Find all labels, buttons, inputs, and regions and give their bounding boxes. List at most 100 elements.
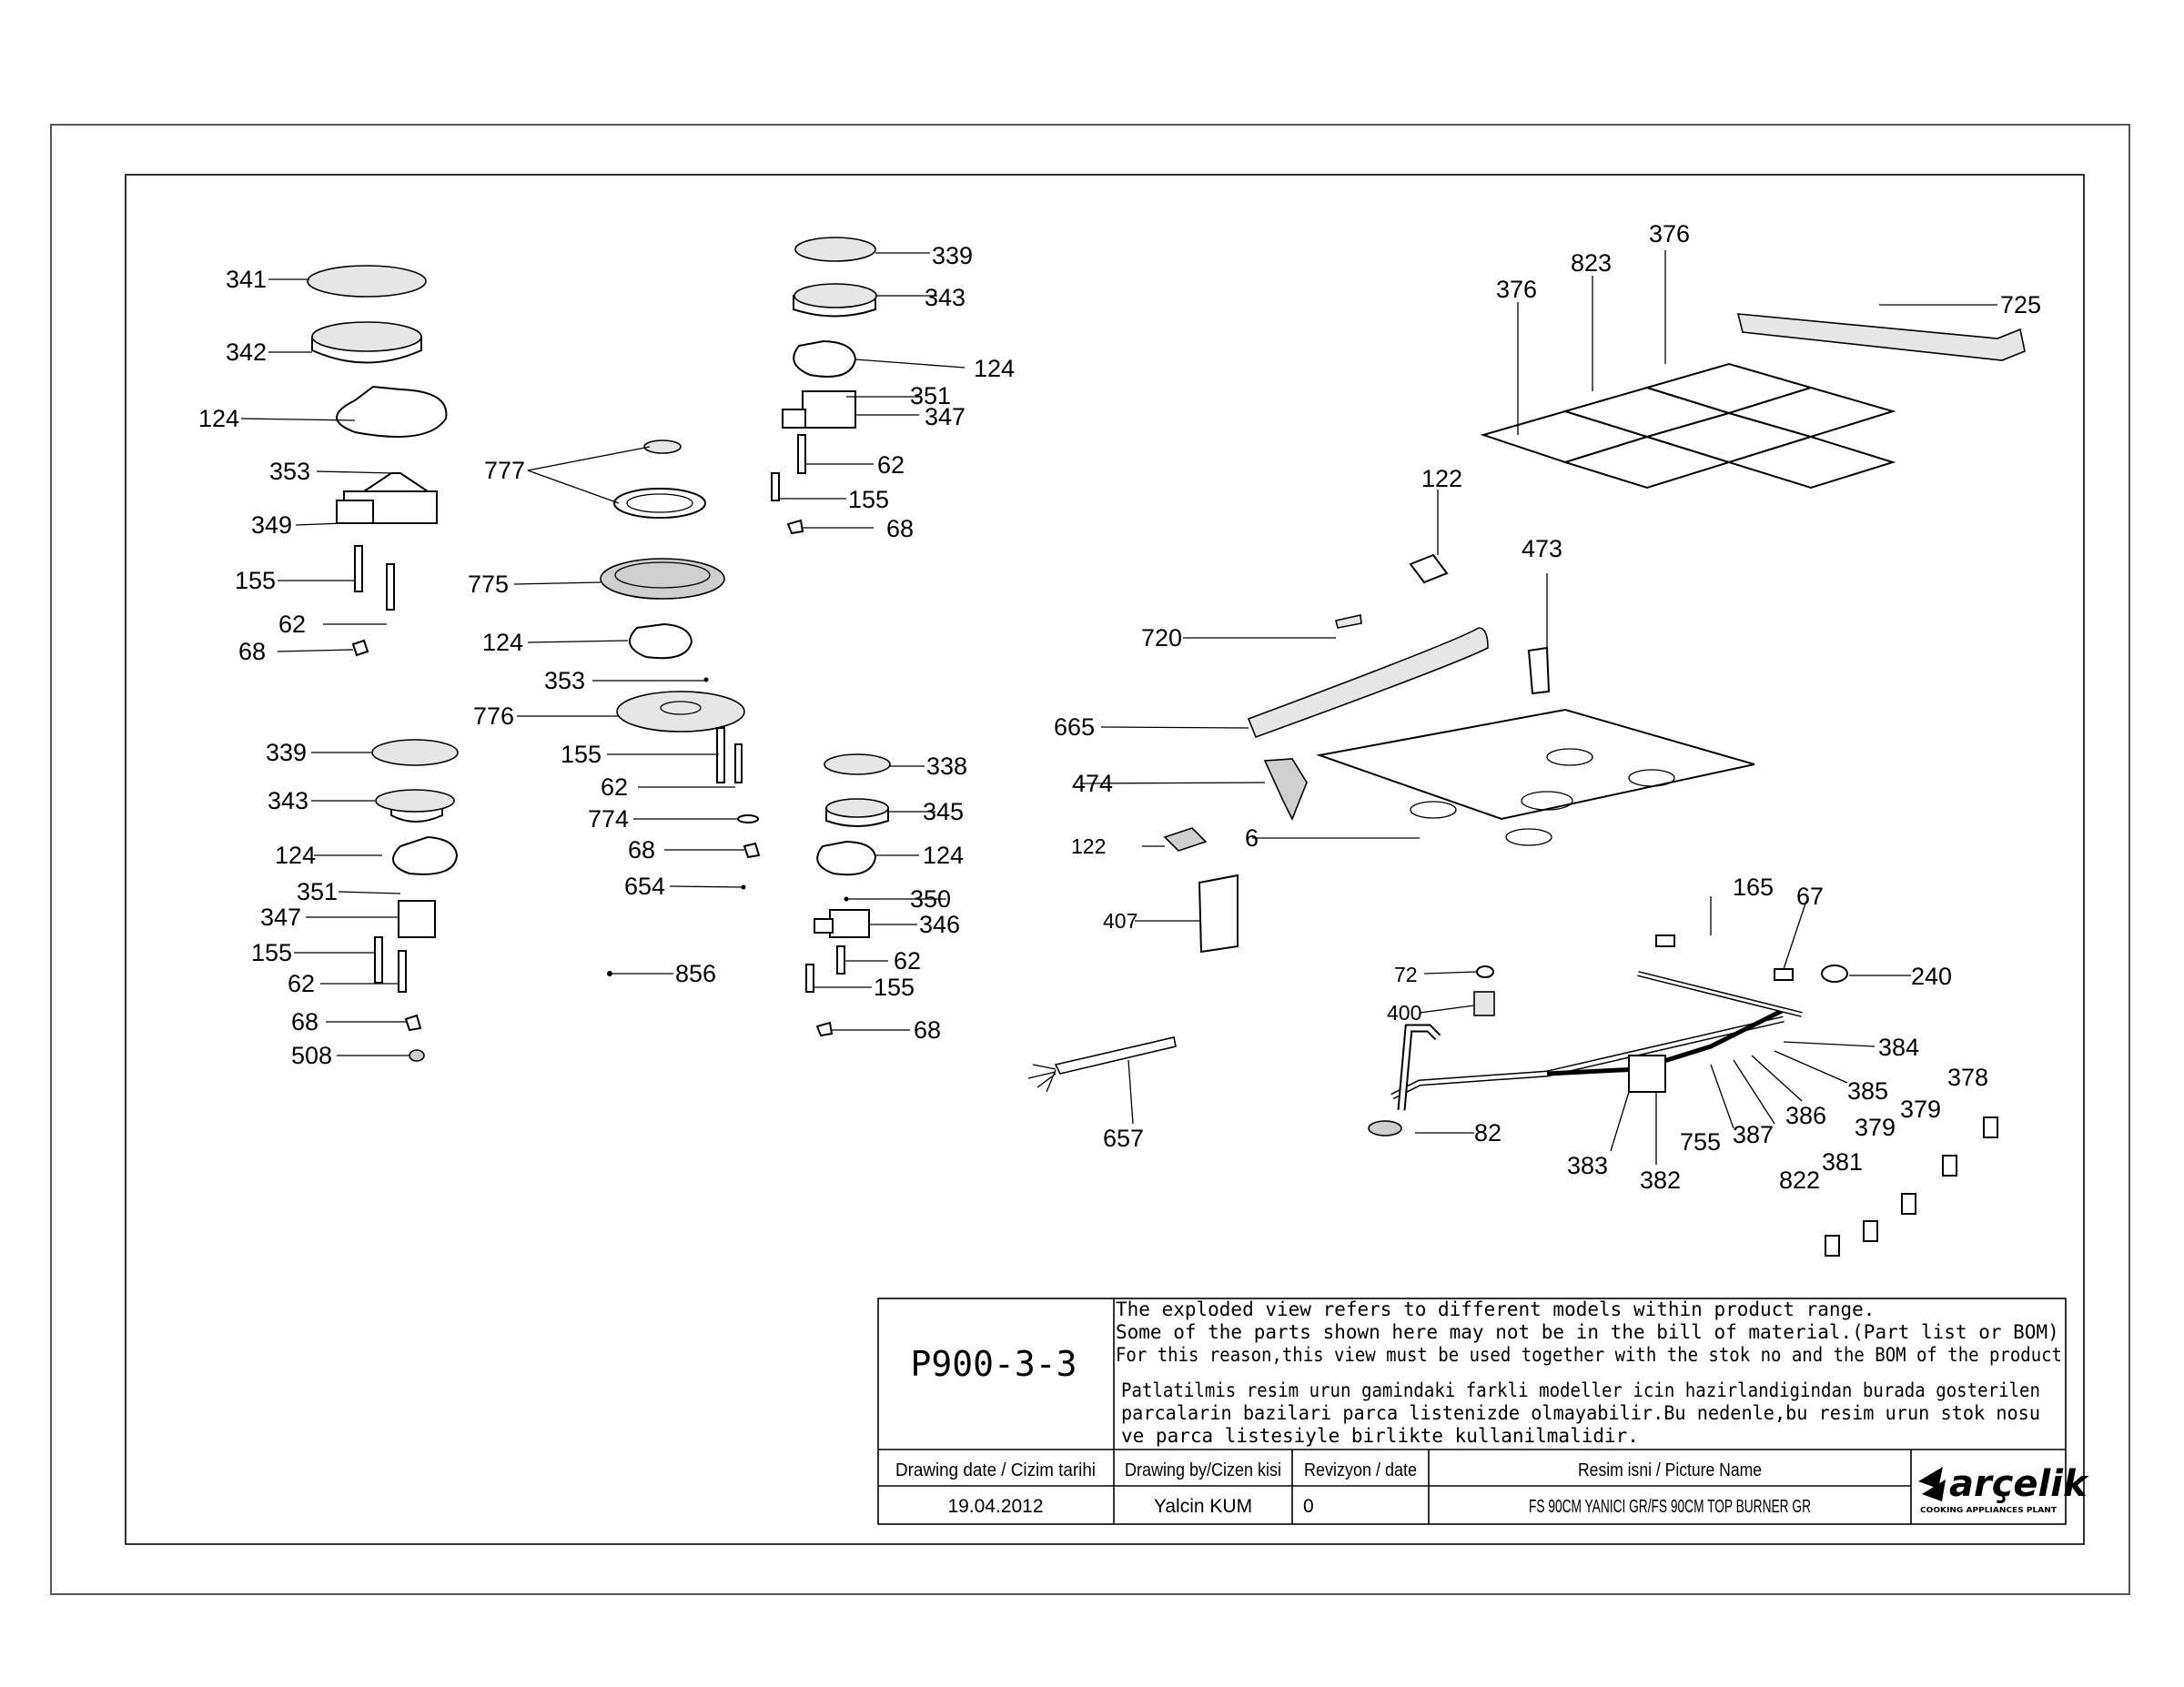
- label-343: 343: [925, 284, 966, 311]
- burner-group-5: [805, 753, 891, 1037]
- label-68: 68: [628, 836, 655, 864]
- label-347: 347: [925, 403, 966, 430]
- burner-group-3-wok: [600, 439, 761, 976]
- label-339: 339: [932, 242, 973, 269]
- label-376: 376: [1496, 276, 1537, 303]
- note-en-2: Some of the parts shown here may not be …: [1116, 1321, 2059, 1343]
- label-349: 349: [251, 511, 292, 539]
- label-345: 345: [923, 798, 964, 825]
- label-378: 378: [1947, 1064, 1988, 1091]
- label-122: 122: [1071, 834, 1106, 858]
- label-124: 124: [482, 629, 523, 656]
- gas-manifold: [1027, 934, 1998, 1257]
- label-62: 62: [877, 451, 905, 479]
- label-67: 67: [1796, 883, 1824, 910]
- header-picture-name: Resim isni / Picture Name: [1578, 1460, 1762, 1480]
- label-165: 165: [1733, 874, 1774, 901]
- label-350: 350: [910, 885, 951, 913]
- label-68: 68: [914, 1016, 941, 1044]
- label-823: 823: [1571, 249, 1612, 277]
- gasket-124-a: [336, 385, 448, 438]
- header-drawing-by: Drawing by/Cizen kisi: [1125, 1460, 1281, 1480]
- label-473: 473: [1522, 535, 1562, 562]
- drawing-code: P900-3-3: [910, 1344, 1077, 1384]
- label-400: 400: [1387, 1001, 1421, 1025]
- label-68: 68: [291, 1008, 318, 1035]
- igniter-155-a: [354, 545, 363, 592]
- label-379: 379: [1855, 1114, 1896, 1141]
- label-386: 386: [1785, 1102, 1826, 1129]
- note-en-1: The exploded view refers to different mo…: [1116, 1298, 1875, 1320]
- label-155: 155: [235, 567, 276, 594]
- label-124: 124: [275, 842, 316, 869]
- outer-frame: [50, 124, 2130, 1595]
- label-346: 346: [919, 911, 960, 938]
- label-6: 6: [1245, 824, 1259, 852]
- label-822: 822: [1779, 1167, 1820, 1194]
- label-82: 82: [1474, 1119, 1502, 1147]
- label-342: 342: [226, 338, 267, 366]
- note-en-3: For this reason,this view must be used t…: [1116, 1344, 2062, 1366]
- label-407: 407: [1103, 909, 1138, 933]
- note-tr-2: parcalarin bazilari parca listenizde olm…: [1121, 1402, 2040, 1424]
- value-picture-name: FS 90CM YANICI GR/FS 90CM TOP BURNER GR: [1529, 1497, 1811, 1517]
- label-68: 68: [886, 515, 914, 542]
- label-124: 124: [923, 842, 964, 869]
- label-347: 347: [260, 904, 301, 931]
- arcelik-logo: arçelik COOKING APPLIANCES PLANT: [1918, 1463, 2089, 1514]
- label-654: 654: [624, 873, 665, 900]
- label-384: 384: [1878, 1034, 1919, 1061]
- value-drawing-by: Yalcin KUM: [1154, 1496, 1252, 1517]
- burner-cap-341: [307, 265, 427, 298]
- logo-subtitle: COOKING APPLIANCES PLANT: [1920, 1506, 2058, 1514]
- label-155: 155: [251, 939, 292, 966]
- label-382: 382: [1640, 1167, 1681, 1194]
- label-62: 62: [894, 947, 921, 975]
- label-856: 856: [675, 960, 716, 987]
- label-339: 339: [266, 739, 307, 766]
- label-351: 351: [297, 878, 338, 905]
- label-755: 755: [1680, 1128, 1721, 1156]
- header-revision: Revizyon / date: [1304, 1460, 1417, 1480]
- label-725: 725: [2000, 291, 2041, 318]
- label-474: 474: [1072, 770, 1113, 797]
- label-240: 240: [1911, 963, 1952, 990]
- header-drawing-date: Drawing date / Cizim tarihi: [895, 1460, 1096, 1480]
- thermocouple-62-a: [386, 563, 395, 611]
- label-351: 351: [910, 382, 951, 409]
- note-tr-1: Patlatilmis resim urun gamindaki farkli …: [1121, 1379, 2040, 1401]
- label-665: 665: [1054, 713, 1095, 741]
- label-341: 341: [226, 266, 267, 293]
- label-155: 155: [848, 486, 889, 513]
- label-124: 124: [974, 355, 1015, 382]
- label-68: 68: [238, 638, 266, 665]
- label-155: 155: [874, 974, 915, 1001]
- burner-body-349: [336, 500, 374, 524]
- burner-group-2: [371, 739, 459, 1062]
- pan-supports-and-hob: [1163, 313, 2026, 954]
- label-353: 353: [544, 667, 585, 694]
- title-block: P900-3-3 The exploded view refers to dif…: [877, 1298, 2089, 1525]
- label-720: 720: [1141, 624, 1182, 652]
- note-tr-3: ve parca listesiyle birlikte kullanilmal…: [1121, 1425, 1639, 1447]
- label-124: 124: [198, 405, 239, 432]
- logo-wordmark: arçelik: [1949, 1463, 2089, 1505]
- burner-group-1: [307, 265, 448, 657]
- label-62: 62: [288, 970, 315, 997]
- label-387: 387: [1733, 1121, 1774, 1148]
- label-775: 775: [468, 571, 509, 598]
- label-62: 62: [601, 773, 628, 801]
- value-drawing-date: 19.04.2012: [947, 1496, 1043, 1517]
- label-774: 774: [588, 805, 629, 833]
- label-62: 62: [278, 611, 306, 638]
- inner-frame: [125, 174, 2085, 1545]
- label-383: 383: [1567, 1152, 1608, 1179]
- label-353: 353: [269, 458, 310, 485]
- label-776: 776: [473, 702, 514, 730]
- label-777: 777: [484, 457, 525, 484]
- label-343: 343: [268, 787, 308, 814]
- clip-68-a: [351, 639, 369, 657]
- label-379: 379: [1900, 1096, 1941, 1123]
- label-72: 72: [1394, 963, 1418, 986]
